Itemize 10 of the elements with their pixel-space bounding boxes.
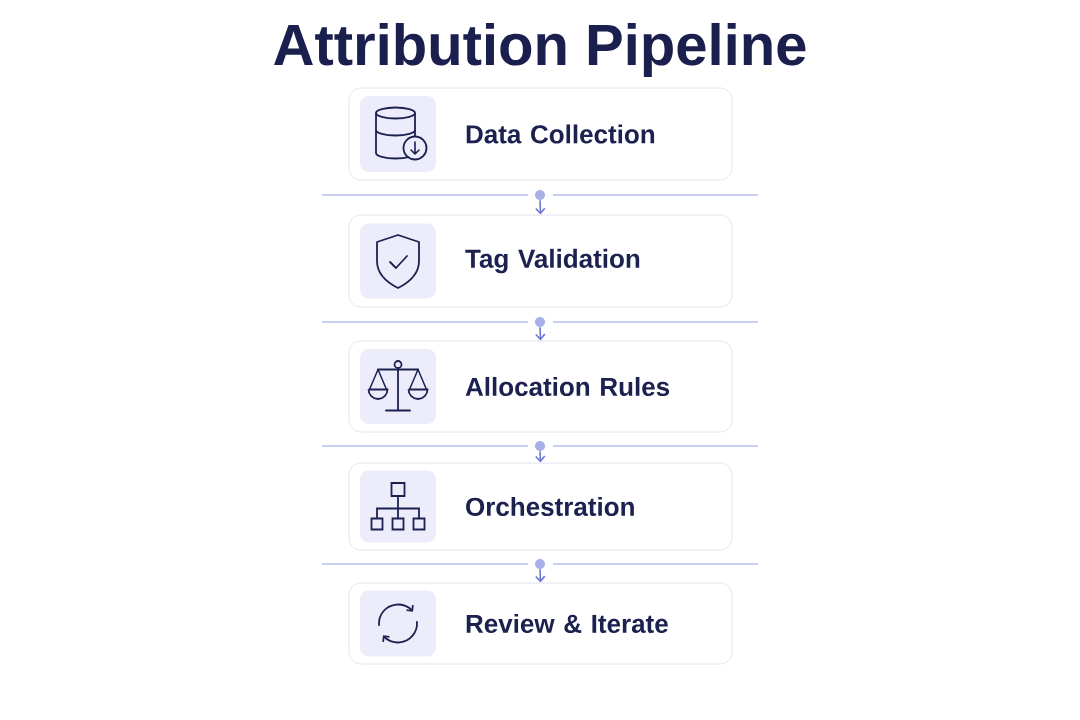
arrow [534, 450, 546, 463]
arrow [535, 326, 546, 341]
arrow [535, 568, 546, 583]
step-label: Data Collection [466, 124, 655, 144]
step-label: Allocation Rules [465, 376, 670, 397]
step-label: Orchestration [466, 496, 634, 517]
title: Attribution Pipeline [274, 22, 806, 78]
step-label: Tag Validation [465, 248, 640, 274]
step-label: Review & Iterate [466, 613, 668, 634]
arrow [535, 199, 546, 215]
